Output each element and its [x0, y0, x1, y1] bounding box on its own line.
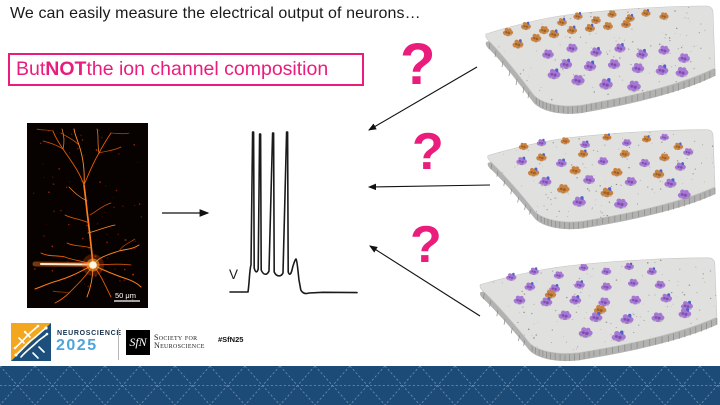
sfn-logo-name: Society for Neuroscience [154, 334, 205, 350]
arrow-membrane2-to-trace [367, 183, 491, 191]
footer-divider [118, 328, 119, 360]
neuroscience-2025-logo-mark [11, 323, 51, 361]
voltage-axis-label: V [229, 267, 238, 282]
sfn-logo-mark: SfN [126, 330, 150, 355]
bottom-banner [0, 366, 720, 405]
sfn-name-line1: Society for [154, 333, 198, 342]
voltage-trace-line [229, 131, 358, 295]
sfn-monogram: SfN [129, 335, 147, 349]
neuron-dendrites [32, 128, 142, 304]
ion-channel-membrane-3 [479, 257, 718, 362]
question-mark-3: ? [410, 216, 442, 274]
scale-bar-label: 50 μm [115, 291, 136, 300]
ion-channel-membrane-2 [487, 129, 716, 230]
neuron-soma [32, 254, 104, 276]
neuroscience-logo-wordmark: NEUROSCIENCE [57, 330, 122, 337]
voltage-trace-plot: V [229, 131, 358, 295]
question-mark-1: ? [400, 32, 436, 97]
neuroscience-logo-year: 2025 [56, 337, 98, 354]
highlight-text-suffix: the ion channel composition [86, 58, 329, 80]
highlight-box: But NOT the ion channel composition [8, 53, 364, 86]
highlight-text-bold: NOT [45, 58, 87, 80]
neuron-microscopy-image: 50 μm [27, 123, 148, 308]
ion-channel-membrane-1 [485, 5, 716, 114]
logo-neuron-nodes [13, 324, 49, 357]
highlight-text-prefix: But [16, 58, 46, 80]
conference-hashtag: #SfN25 [218, 335, 244, 344]
question-mark-2: ? [412, 123, 444, 181]
slide-title: We can easily measure the electrical out… [10, 5, 421, 22]
sfn-name-line2: Neuroscience [154, 341, 205, 350]
